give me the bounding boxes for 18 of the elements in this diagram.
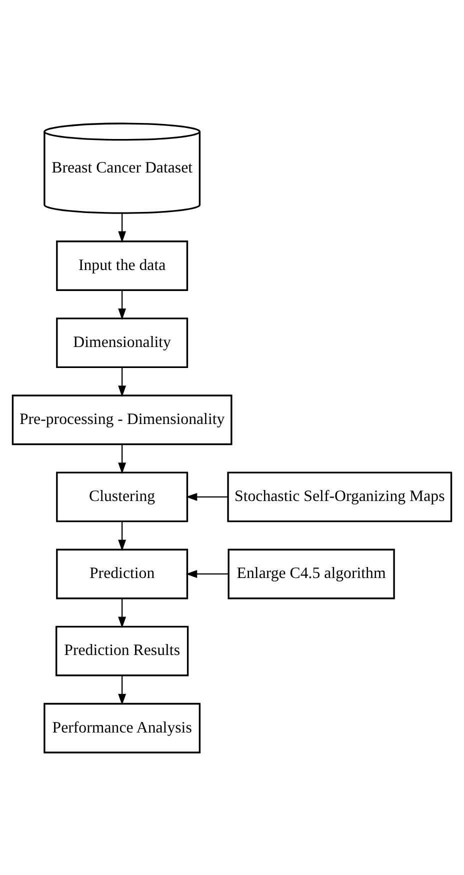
arrow [118,366,126,396]
arrow [118,212,126,242]
arrow [186,570,228,578]
arrow [118,290,126,320]
node-box: Pre-processing - Dimensionality [12,394,232,445]
arrow [118,520,126,551]
node-box: Performance Analysis [44,702,201,753]
node-box: Stochastic Self-Organizing Maps [227,471,452,522]
arrow [186,492,228,500]
node-box: Input the data [56,240,188,290]
node-box: Prediction Results [56,625,189,676]
arrow [118,674,126,705]
arrow [118,598,126,628]
node-box: Dimensionality [56,317,188,368]
node-box: Clustering [56,471,188,522]
arrow [118,444,126,474]
node-box: Enlarge C4.5 algorithm [228,548,395,599]
node-box: Prediction [56,548,188,599]
